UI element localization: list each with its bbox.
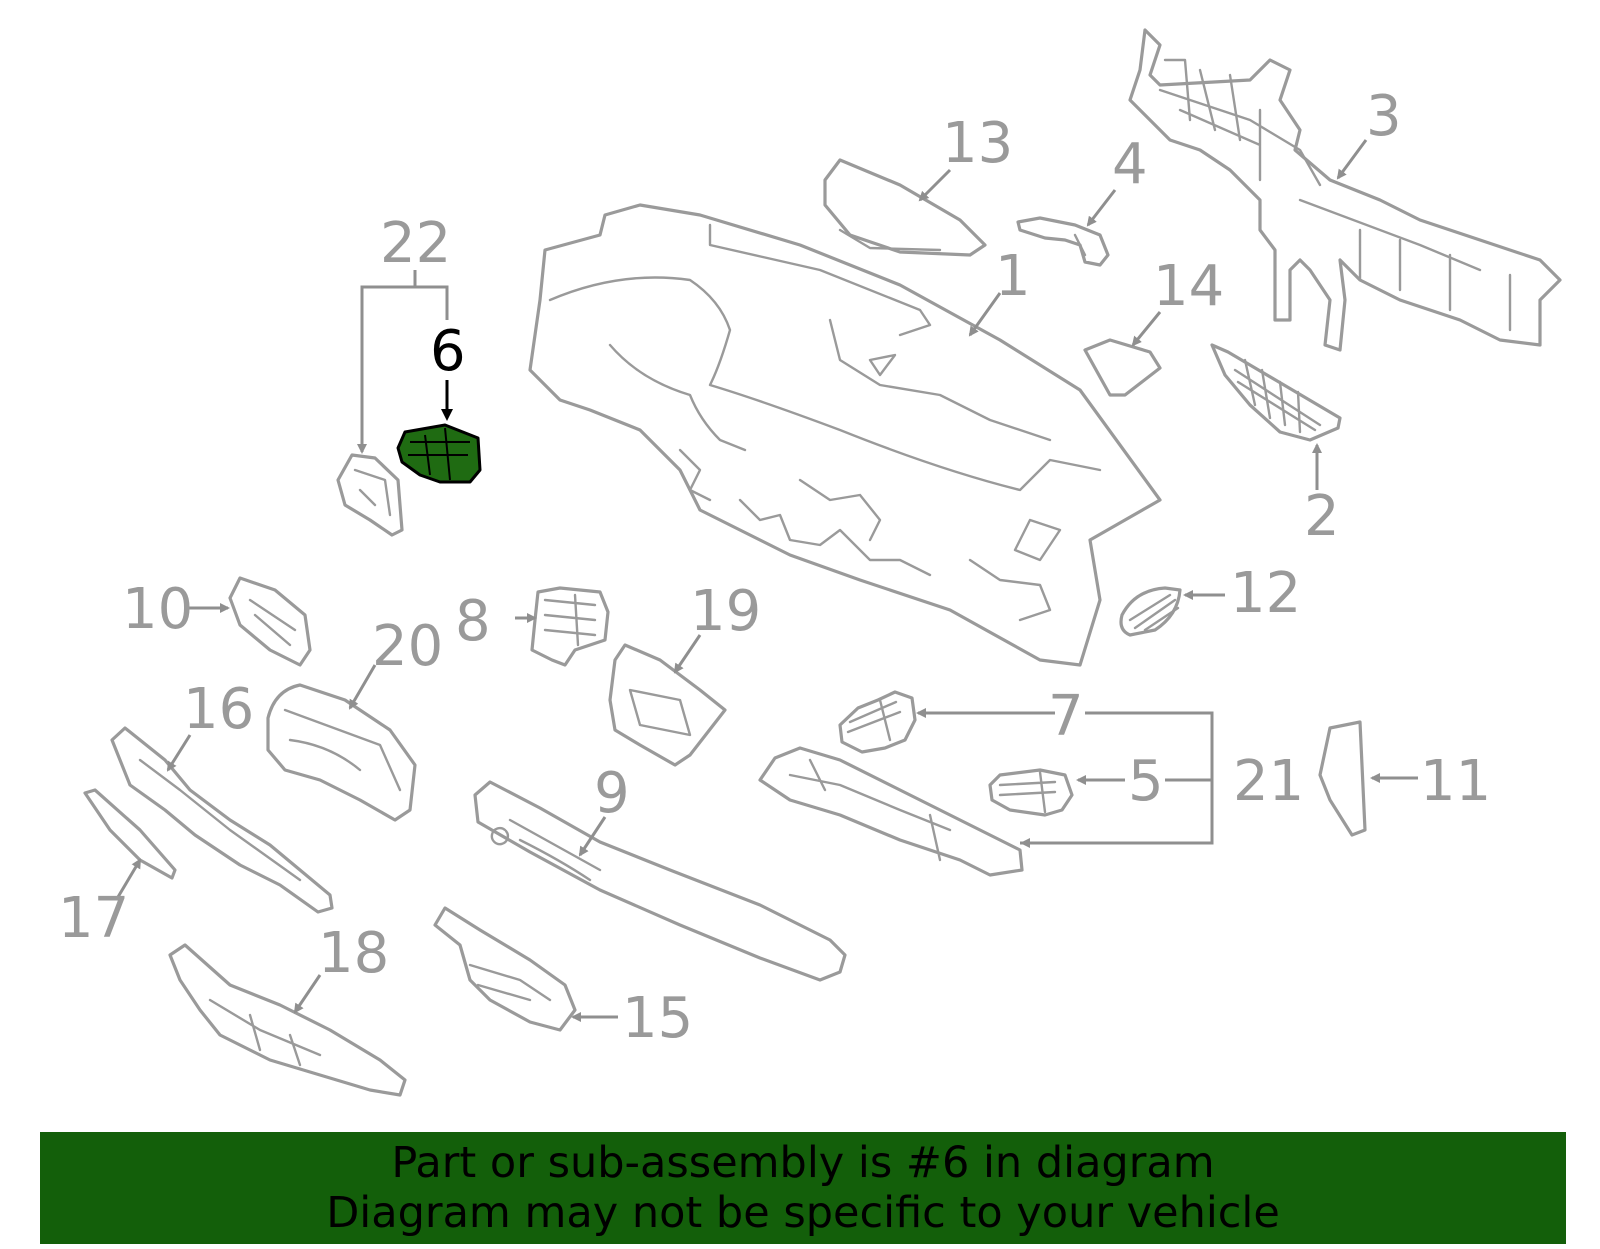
callout-7: 7 xyxy=(1048,684,1084,749)
callout-20: 20 xyxy=(372,614,443,679)
part-8-side-vent xyxy=(530,586,610,667)
part-1-crash-pad xyxy=(528,203,1162,667)
callout-3: 3 xyxy=(1366,84,1402,149)
part-13-top-garnish xyxy=(823,158,987,257)
part-3-cowl-cross-bar xyxy=(1128,28,1562,352)
callout-8: 8 xyxy=(455,589,491,654)
part-21-lower-fascia xyxy=(758,746,1024,877)
callout-11: 11 xyxy=(1420,749,1491,814)
callout-19: 19 xyxy=(690,579,761,644)
callout-13: 13 xyxy=(942,111,1013,176)
callout-15: 15 xyxy=(622,986,693,1051)
banner-line-2: Diagram may not be specific to your vehi… xyxy=(326,1188,1280,1238)
callout-21: 21 xyxy=(1233,749,1304,814)
callout-9: 9 xyxy=(594,761,630,826)
part-10-bracket xyxy=(228,576,312,667)
part-12-speaker-grille xyxy=(1119,586,1182,637)
callout-5: 5 xyxy=(1128,749,1164,814)
leader-lines xyxy=(116,139,1418,1022)
callout-22: 22 xyxy=(380,211,451,276)
part-11-side-cover xyxy=(1318,720,1367,837)
part-4-bracket xyxy=(1016,216,1110,267)
part-16-lower-panel xyxy=(110,726,334,914)
callout-10: 10 xyxy=(122,577,193,642)
part-7-vent xyxy=(838,690,917,754)
part-9-center-trim xyxy=(473,780,847,982)
part-18-lower-bracket xyxy=(168,943,407,1097)
banner-line-1: Part or sub-assembly is #6 in diagram xyxy=(391,1138,1215,1188)
callout-4: 4 xyxy=(1112,132,1148,197)
part-15-lower-bracket xyxy=(433,906,577,1032)
callout-1: 1 xyxy=(995,244,1031,309)
callout-17: 17 xyxy=(58,886,129,951)
part-14-panel xyxy=(1083,338,1162,397)
part-19-panel xyxy=(608,643,727,767)
callout-14: 14 xyxy=(1153,254,1224,319)
callout-2: 2 xyxy=(1304,484,1340,549)
callout-6: 6 xyxy=(430,319,466,384)
part-2-grille xyxy=(1210,343,1342,442)
info-banner: Part or sub-assembly is #6 in diagram Di… xyxy=(40,1132,1566,1244)
part-5-vent xyxy=(988,768,1074,817)
callout-12: 12 xyxy=(1230,561,1301,626)
part-22-frame xyxy=(336,453,404,537)
callout-16: 16 xyxy=(183,677,254,742)
callout-18: 18 xyxy=(318,921,389,986)
part-20-cluster-fascia xyxy=(266,683,417,822)
part-17-cover xyxy=(83,788,177,880)
part-6-highlighted-vent[interactable] xyxy=(396,423,482,484)
